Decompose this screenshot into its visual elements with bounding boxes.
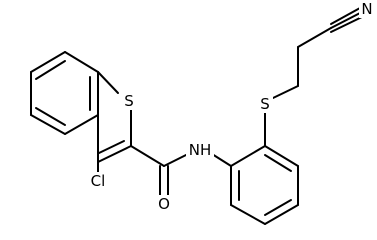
bond-benzo-4 <box>64 114 99 135</box>
atom-s2: S <box>257 95 273 113</box>
bond-benzo-2 <box>64 51 99 73</box>
bond-cn-triple-2 <box>330 11 363 29</box>
atom-s2-label: S <box>260 95 270 113</box>
atom-cl-label: Cl <box>91 172 106 190</box>
bond-c2-c3-inner <box>98 140 125 154</box>
bond-ph-5 <box>230 204 266 225</box>
bond-cn-triple-1 <box>330 7 361 25</box>
bond-ch2-cn <box>297 27 332 48</box>
bond-ph-4 <box>264 204 299 225</box>
bond-cn-triple-3 <box>330 15 365 33</box>
bond-benzo-5-inner <box>35 107 66 126</box>
atom-o: O <box>156 195 172 213</box>
atom-s1: S <box>122 92 138 110</box>
bond-ph-1 <box>230 145 266 167</box>
atom-n: N <box>359 0 375 18</box>
bond-benzo-5 <box>30 114 66 135</box>
molecule-structure: S Cl O NH S N <box>30 0 375 225</box>
bond-c2-carbonyl <box>130 145 165 167</box>
atom-s1-label: S <box>124 92 134 110</box>
bond-ph-2 <box>264 145 299 167</box>
atom-nh-label: NH <box>189 141 212 159</box>
atom-o-bg <box>156 195 172 213</box>
bond-ph-4-inner <box>264 199 292 216</box>
bonds <box>30 7 365 225</box>
atom-labels: S Cl O NH S N <box>86 0 375 213</box>
bond-n-aryl <box>211 153 232 167</box>
bond-benzo-1 <box>30 51 66 73</box>
atom-cl-bg <box>86 172 110 190</box>
atom-n-label: N <box>361 0 372 18</box>
bond-c7a-s1 <box>97 71 119 94</box>
bond-carbonyl-n <box>163 153 189 167</box>
atom-n-bg <box>359 1 375 18</box>
atom-cl: Cl <box>86 172 110 190</box>
bond-benzo-1-inner <box>35 60 66 80</box>
bond-ph-2-inner <box>264 154 292 172</box>
atom-s2-bg <box>257 95 273 113</box>
atom-nh-bg <box>186 141 214 159</box>
atom-s1-bg <box>122 92 138 110</box>
atom-o-label: O <box>158 195 170 213</box>
bond-c2-c3 <box>97 145 132 163</box>
bond-s2-ch2 <box>272 85 299 99</box>
atom-nh: NH <box>186 141 214 159</box>
